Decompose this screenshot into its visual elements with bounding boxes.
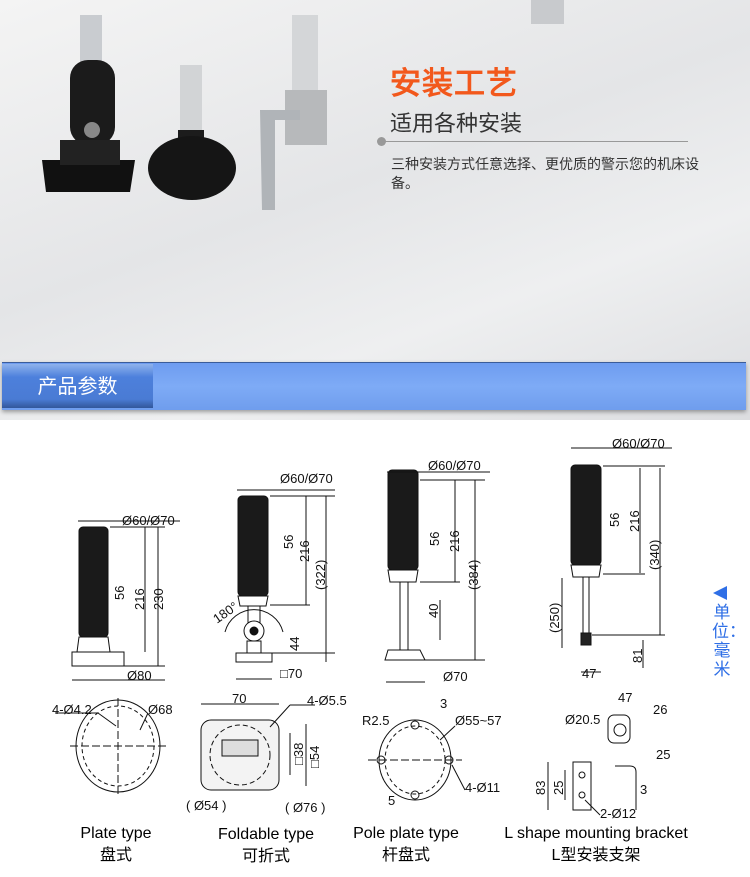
dim-t4-250: (250): [547, 602, 562, 633]
caption-en: Plate type: [80, 825, 152, 842]
l-bracket-drawing: [547, 714, 637, 816]
dim-t2-322: (322): [313, 559, 328, 590]
dim-t1-56: 56: [112, 585, 127, 600]
dim-fold-inner: ( Ø54 ): [186, 798, 227, 813]
tower-pole-plate-drawing: [384, 469, 490, 683]
caption-pole-plate-type: Pole plate type 杆盘式: [296, 823, 516, 867]
caption-en: Foldable type: [217, 826, 315, 843]
caption-l-bracket: L shape mounting bracket L型安装支架: [486, 823, 706, 867]
dim-t4-47: 47: [582, 666, 597, 681]
dim-t3-216: 216: [447, 530, 462, 552]
pole-plate-type-drawing: [368, 719, 466, 801]
dim-fold-38: □38: [291, 742, 306, 765]
dim-lb-25: 25: [656, 747, 671, 762]
dim-t1-216: 216: [132, 588, 147, 610]
dim-pole-radius: R2.5: [362, 713, 390, 728]
dim-fold-54: □54: [307, 745, 322, 768]
dim-t3-384: (384): [466, 559, 481, 590]
divider-line: [384, 141, 688, 142]
dim-t3-56: 56: [427, 531, 442, 546]
dim-t4-216: 216: [627, 510, 642, 532]
install-banner: 安装工艺 适用各种安装 三种安装方式任意选择、更优质的警示您的机床设备。: [0, 0, 750, 420]
dim-lb-3: 3: [640, 782, 648, 797]
dim-t2-diameter: Ø60/Ø70: [280, 471, 333, 486]
dim-t4-56: 56: [607, 512, 622, 527]
plate-mount-photo: [148, 65, 236, 200]
caption-cn: L型安装支架: [551, 847, 641, 864]
caption-foldable-type: Foldable type 可折式: [156, 824, 376, 868]
foldable-type-drawing: [200, 703, 315, 791]
divider-dot: [377, 137, 386, 146]
dim-t3-base: Ø70: [443, 669, 468, 684]
caption-cn: 盘式: [99, 847, 132, 864]
dim-lb-25b: 25: [551, 780, 566, 795]
dim-t1-diameter: Ø60/Ø70: [122, 513, 175, 528]
dim-pole-holes: 4-Ø11: [465, 780, 501, 795]
section-tab-product-params: 产品参数: [2, 364, 153, 408]
dim-lb-hole: Ø20.5: [565, 712, 601, 727]
dim-t2-44: 44: [287, 636, 302, 651]
dim-t3-40: 40: [426, 603, 441, 618]
dim-lb-26: 26: [653, 702, 668, 717]
dim-t2-base: □70: [280, 666, 303, 681]
dim-plate-holes: 4-Ø4.2: [52, 702, 92, 717]
foldable-mount-photo: [42, 15, 135, 192]
dim-t2-216: 216: [297, 540, 312, 562]
plate-type-drawing: [55, 698, 166, 796]
dim-t3-diameter: Ø60/Ø70: [428, 458, 481, 473]
l-bracket-photo: [260, 15, 327, 210]
dim-fold-outer: ( Ø76 ): [285, 800, 326, 815]
triangle-left-icon: [713, 586, 727, 600]
dim-t1-230: 230: [151, 588, 166, 610]
dim-lb-47: 47: [618, 690, 633, 705]
caption-en: Pole plate type: [353, 825, 459, 842]
dim-t2-56: 56: [281, 534, 296, 549]
dim-t4-81: 81: [630, 648, 645, 663]
dim-pole-5: 5: [388, 793, 396, 808]
banner-subtitle: 适用各种安装: [390, 112, 523, 137]
dim-fold-width: 70: [232, 691, 247, 706]
unit-label: 单位：毫米: [712, 603, 746, 680]
banner-title: 安装工艺: [390, 66, 518, 102]
tower-plate-drawing: [71, 520, 180, 681]
dim-pole-3: 3: [440, 696, 448, 711]
dim-pole-diameter: Ø55~57: [455, 713, 502, 728]
caption-plate-type: Plate type 盘式: [6, 823, 226, 867]
pole-photo-top: [531, 0, 564, 24]
dim-lb-holes: 2-Ø12: [600, 806, 637, 821]
caption-cn: 杆盘式: [381, 847, 430, 864]
product-photos: [42, 0, 564, 210]
dim-lb-83: 83: [533, 780, 548, 795]
tower-l-bracket-drawing: [561, 447, 672, 673]
dim-plate-diameter: Ø68: [148, 702, 173, 717]
caption-en: L shape mounting bracket: [504, 825, 688, 842]
caption-cn: 可折式: [241, 848, 290, 865]
dim-t4-diameter: Ø60/Ø70: [612, 436, 665, 451]
dim-t4-340: (340): [647, 539, 662, 570]
dim-t1-base: Ø80: [127, 668, 152, 683]
dim-fold-holes: 4-Ø5.5: [307, 693, 347, 708]
banner-description: 三种安装方式任意选择、更优质的警示您的机床设备。: [391, 157, 699, 192]
tower-foldable-drawing: [224, 489, 335, 680]
